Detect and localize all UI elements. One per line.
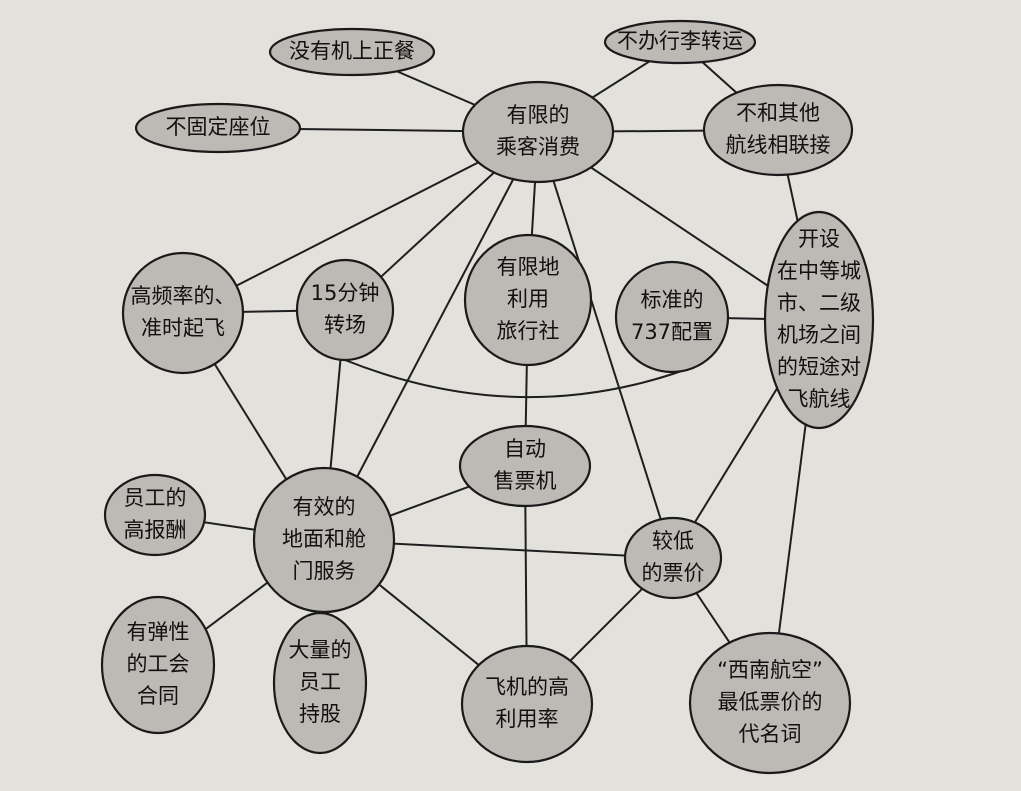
node-label: 售票机 (494, 469, 557, 493)
node-ellipse (702, 83, 854, 177)
node-label: “西南航空” (717, 658, 823, 682)
node-label: 的工会 (127, 652, 190, 676)
node-no-seats: 不固定座位 (134, 102, 302, 154)
node-ellipse (100, 595, 216, 735)
node-ellipse (461, 80, 615, 184)
node-label: 市、二级 (777, 291, 861, 315)
node-ellipse (603, 19, 757, 65)
node-label: 开设 (798, 227, 840, 251)
node-label: 标准的 (641, 288, 704, 312)
edge-turnaround-fleet_737 (344, 359, 691, 399)
node-label: 代名词 (739, 722, 802, 746)
node-ellipse (272, 611, 368, 755)
edge-limited_service-low_fares (537, 131, 674, 559)
node-ellipse (268, 27, 436, 77)
node-label: 有效的 (293, 495, 356, 519)
node-ellipse (463, 233, 593, 367)
node-ellipse (252, 466, 396, 614)
node-label: 的票价 (642, 561, 705, 585)
node-label: 门服务 (293, 559, 356, 583)
node-label: 737配置 (631, 320, 713, 344)
node-label: 飞航线 (788, 387, 851, 411)
node-label: 持股 (299, 702, 341, 726)
node-label: 员工的 (124, 486, 187, 510)
node-ellipse (623, 516, 723, 600)
node-no-baggage: 不办行李转运 (603, 19, 757, 65)
node-ellipse (121, 251, 245, 375)
node-label: 高报酬 (124, 518, 187, 542)
node-label: 较低 (652, 529, 694, 553)
node-label: 有限地 (497, 255, 560, 279)
node-label: 乘客消费 (496, 135, 580, 159)
edge-limited_service-ground_crew (323, 131, 539, 541)
node-label: 的短途对 (777, 355, 861, 379)
node-label: 准时起飞 (141, 316, 225, 340)
node-label: 旅行社 (497, 319, 560, 343)
node-label: 利用率 (496, 707, 559, 731)
node-no-meals: 没有机上正餐 (268, 27, 436, 77)
node-label: 员工 (299, 670, 341, 694)
node-ellipse (134, 102, 302, 154)
node-ellipse (688, 631, 852, 775)
node-label: 高频率的、 (131, 284, 236, 308)
node-label: 转场 (324, 313, 366, 337)
node-label: 最低票价的 (718, 690, 823, 714)
node-label: 航线相联接 (726, 133, 831, 157)
node-frequent: 高频率的、准时起飞 (121, 251, 245, 375)
node-label: 大量的 (289, 638, 352, 662)
node-label: 不和其他 (736, 101, 820, 125)
node-label: 利用 (507, 287, 549, 311)
node-ellipse (460, 644, 594, 764)
node-label: 不办行李转运 (617, 29, 743, 53)
node-ellipse (763, 210, 875, 430)
node-label: 地面和舱 (282, 527, 366, 551)
node-label: 有弹性 (127, 620, 190, 644)
node-label: 没有机上正餐 (289, 39, 415, 63)
node-ellipse (103, 473, 207, 557)
node-ellipse (295, 258, 395, 362)
node-label: 不固定座位 (166, 115, 271, 139)
node-ellipse (614, 260, 730, 374)
node-ellipse (458, 424, 592, 508)
node-label: 自动 (504, 437, 546, 461)
node-label: 在中等城 (777, 259, 861, 283)
node-label: 机场之间 (777, 323, 861, 347)
node-label: 飞机的高 (485, 675, 569, 699)
node-label: 15分钟 (311, 281, 380, 305)
node-label: 有限的 (507, 103, 570, 127)
node-label: 合同 (137, 684, 179, 708)
node-fleet-737: 标准的 737配置 (614, 260, 730, 374)
